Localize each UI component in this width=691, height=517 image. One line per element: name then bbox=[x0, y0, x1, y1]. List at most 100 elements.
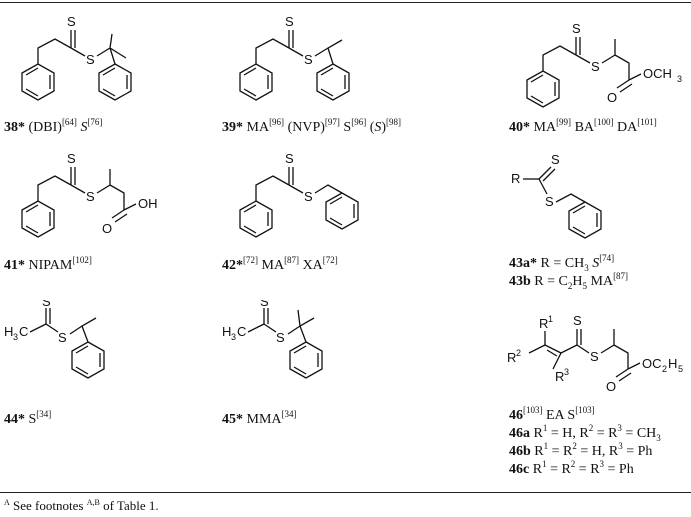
compound-number: 41* bbox=[4, 258, 25, 273]
svg-text:OC: OC bbox=[642, 356, 662, 371]
label-fragment: [100] bbox=[594, 117, 614, 127]
structure-42: S S bbox=[218, 145, 378, 260]
compound-number: 39* bbox=[222, 120, 243, 135]
compound-number: 46 bbox=[509, 408, 523, 423]
label-46b: 46b R1 = R2 = H, R3 = Ph bbox=[509, 441, 652, 460]
label-fragment: R bbox=[530, 426, 543, 441]
svg-text:H: H bbox=[222, 324, 231, 339]
compound-number: 42* bbox=[222, 258, 243, 273]
label-fragment: (NVP) bbox=[284, 120, 325, 135]
label-fragment: ( bbox=[366, 120, 375, 135]
compound-number: 46b bbox=[509, 444, 531, 459]
label-fragment: S bbox=[592, 256, 600, 271]
svg-text:O: O bbox=[102, 221, 112, 236]
footnote: A See footnotes A,B of Table 1. bbox=[4, 498, 159, 514]
svg-text:3: 3 bbox=[231, 332, 236, 342]
structure-39: S S bbox=[218, 8, 378, 123]
svg-text:S: S bbox=[260, 300, 269, 309]
svg-text:S: S bbox=[285, 151, 294, 166]
structure-40: S S O OCH 3 bbox=[505, 20, 691, 130]
svg-text:OCH: OCH bbox=[643, 66, 672, 81]
label-38: 38* (DBI)[64] S[76] bbox=[4, 117, 103, 136]
svg-text:S: S bbox=[58, 330, 67, 345]
svg-text:S: S bbox=[304, 189, 313, 204]
svg-text:S: S bbox=[42, 300, 51, 309]
label-fragment: [34] bbox=[281, 409, 297, 419]
label-fragment: 1 bbox=[543, 441, 549, 451]
label-40: 40* MA[99] BA[100] DA[101] bbox=[509, 117, 657, 136]
label-fragment: R bbox=[529, 462, 543, 477]
label-fragment: = R bbox=[548, 444, 573, 459]
label-fragment: 2 bbox=[588, 423, 594, 433]
label-fragment: [76] bbox=[87, 117, 103, 127]
label-fragment: S bbox=[374, 120, 382, 135]
label-46a: 46a R1 = H, R2 = R3 = CH3 bbox=[509, 423, 661, 443]
svg-text:S: S bbox=[545, 194, 554, 209]
label-43b: 43b R = C2H5 MA[87] bbox=[509, 271, 628, 291]
label-fragment: 3 bbox=[584, 263, 589, 273]
svg-text:S: S bbox=[591, 59, 600, 74]
label-41: 41* NIPAM[102] bbox=[4, 255, 92, 274]
label-fragment: [64] bbox=[61, 117, 77, 127]
label-fragment: BA bbox=[571, 120, 595, 135]
svg-text:5: 5 bbox=[678, 364, 683, 374]
label-fragment: R = C bbox=[530, 274, 568, 289]
svg-text:R: R bbox=[511, 171, 520, 186]
footnote-text: See footnotes bbox=[9, 498, 87, 513]
label-fragment: S bbox=[25, 412, 37, 427]
label-fragment: [102] bbox=[72, 255, 92, 265]
label-fragment: R bbox=[530, 444, 544, 459]
top-rule bbox=[0, 2, 691, 3]
label-fragment: 1 bbox=[542, 423, 548, 433]
label-46c: 46c R1 = R2 = R3 = Ph bbox=[509, 459, 634, 478]
svg-text:H: H bbox=[4, 324, 13, 339]
label-fragment: S bbox=[339, 120, 352, 135]
compound-number: 43a* bbox=[509, 256, 537, 271]
label-44: 44* S[34] bbox=[4, 409, 51, 428]
label-fragment: [101] bbox=[637, 117, 657, 127]
label-fragment: [103] bbox=[575, 405, 595, 415]
label-fragment: [96] bbox=[269, 117, 285, 127]
label-fragment: [99] bbox=[556, 117, 572, 127]
label-43a: 43a* R = CH3 S[74] bbox=[509, 253, 615, 273]
label-fragment: 3 bbox=[618, 441, 623, 451]
svg-text:S: S bbox=[67, 14, 76, 29]
label-fragment: = CH bbox=[621, 426, 657, 441]
label-fragment: 2 bbox=[570, 459, 576, 469]
structure-44: H 3 C S S bbox=[0, 300, 160, 410]
compound-number: 46c bbox=[509, 462, 530, 477]
label-fragment: EA S bbox=[542, 408, 576, 423]
footnote-marker: A bbox=[4, 498, 10, 507]
label-46: 46[103] EA S[103] bbox=[509, 405, 595, 424]
label-fragment: [74] bbox=[599, 253, 615, 263]
svg-text:C: C bbox=[237, 324, 246, 339]
compound-number: 45* bbox=[222, 412, 243, 427]
label-fragment: MA bbox=[587, 274, 614, 289]
label-fragment: 1 bbox=[542, 459, 547, 469]
compound-number: 44* bbox=[4, 412, 25, 427]
structure-41: S S O OH bbox=[0, 145, 170, 260]
svg-text:R: R bbox=[507, 350, 516, 365]
svg-text:S: S bbox=[572, 21, 581, 36]
compound-number: 43b bbox=[509, 274, 531, 289]
label-fragment: S bbox=[80, 120, 88, 135]
label-fragment: = R bbox=[593, 426, 618, 441]
label-fragment: 3 bbox=[599, 459, 605, 469]
compound-number: 38* bbox=[4, 120, 25, 135]
label-fragment: [72] bbox=[322, 255, 338, 265]
label-fragment: = H, R bbox=[576, 444, 619, 459]
footnote-tail: of Table 1. bbox=[99, 498, 159, 513]
compound-number: 46a bbox=[509, 426, 530, 441]
label-fragment: = H, R bbox=[547, 426, 589, 441]
svg-text:S: S bbox=[276, 330, 285, 345]
svg-text:C: C bbox=[19, 324, 28, 339]
label-fragment: MA bbox=[530, 120, 557, 135]
svg-text:S: S bbox=[590, 349, 599, 364]
label-fragment: 2 bbox=[567, 281, 573, 291]
label-fragment: [98] bbox=[386, 117, 402, 127]
label-fragment: H bbox=[572, 274, 583, 289]
label-fragment: MMA bbox=[243, 412, 282, 427]
label-fragment: [72] bbox=[243, 255, 258, 265]
label-fragment: = R bbox=[575, 462, 600, 477]
label-fragment: [87] bbox=[284, 255, 300, 265]
